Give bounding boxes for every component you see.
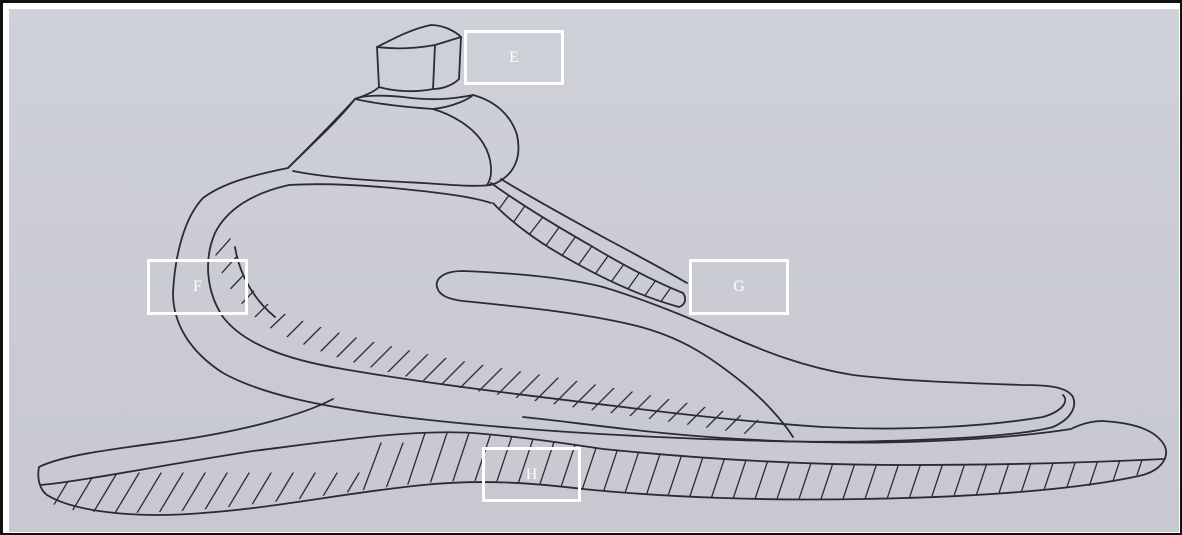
bottom-layer-hatching	[43, 433, 1173, 523]
label-g: G	[689, 259, 789, 315]
main-loop-hatching	[207, 229, 771, 453]
main-loop-outline	[173, 99, 1074, 442]
label-h: H	[482, 447, 581, 502]
label-f: F	[147, 259, 248, 315]
flap-outline	[491, 179, 687, 307]
label-e: E	[464, 30, 564, 85]
flap-hatching	[499, 187, 677, 307]
bottom-layer-outline	[38, 399, 1166, 515]
